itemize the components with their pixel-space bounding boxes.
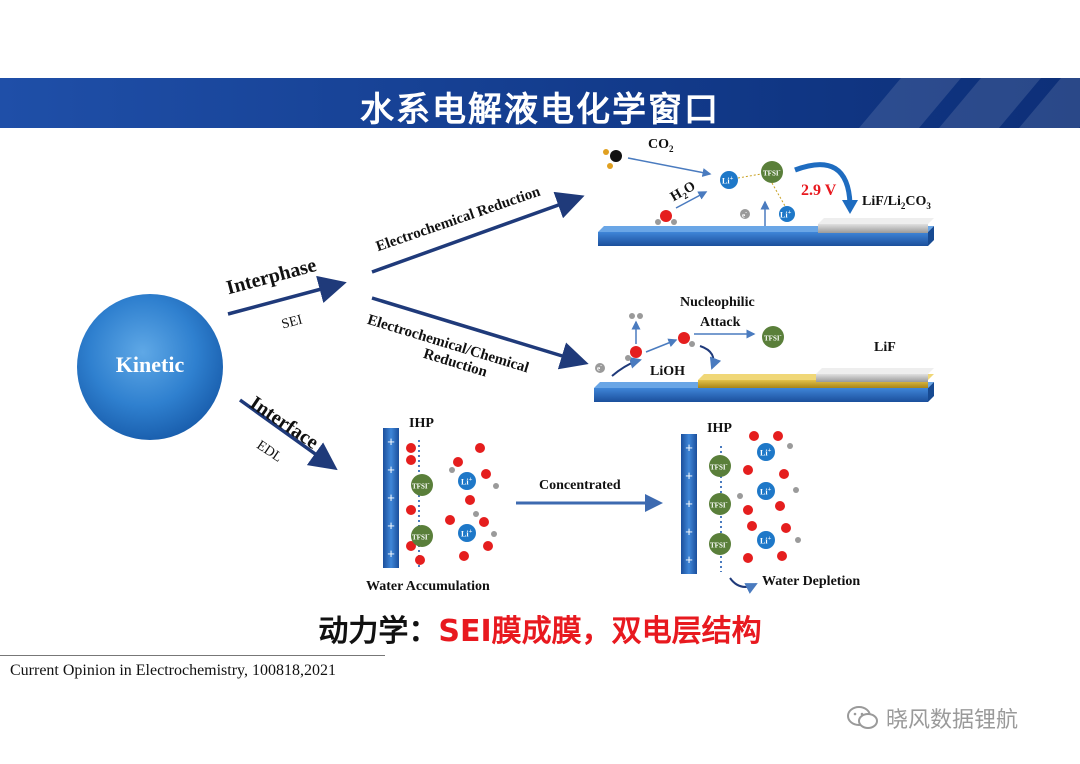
lif-label: LiF [874, 340, 896, 355]
li-edl-1: Li+ [461, 476, 473, 487]
top-panel [598, 149, 934, 246]
electrochemical-reduction-arrow [371, 191, 585, 274]
concentrated-label: Concentrated [539, 478, 621, 493]
svg-text:+: + [387, 462, 395, 477]
interphase-arrow [227, 275, 347, 316]
svg-text:+: + [387, 434, 395, 449]
wechat-icon [847, 706, 878, 729]
tfsi-edl-4: TFSI- [710, 500, 728, 510]
summary-prefix: 动力学： [318, 614, 439, 649]
li-edl-2: Li+ [461, 528, 473, 539]
page-title: 水系电解液电化学窗口 [360, 90, 720, 128]
nucleophilic-label: Nucleophilic [680, 295, 755, 310]
summary-highlight: SEI膜成膜，双电层结构 [438, 614, 762, 649]
svg-text:+: + [387, 490, 395, 505]
svg-text:+: + [685, 440, 693, 455]
li-edl-4: Li+ [760, 486, 772, 497]
tfsi-2: TFSI- [764, 333, 782, 343]
electron-2: e- [597, 363, 603, 373]
citation-text: Current Opinion in Electrochemistry, 100… [10, 662, 337, 679]
ihp-right-label: IHP [707, 421, 732, 436]
electron-1: e- [742, 210, 748, 220]
ihp-left-label: IHP [409, 416, 434, 431]
svg-text:+: + [685, 552, 693, 567]
middle-panel [594, 313, 934, 402]
tfsi-edl-3: TFSI- [710, 462, 728, 472]
attack-label: Attack [700, 315, 741, 330]
summary-line: 动力学：SEI膜成膜，双电层结构 [0, 606, 1080, 650]
water-accumulation-label: Water Accumulation [366, 579, 490, 594]
co2-label: CO2 [648, 137, 674, 154]
watermark: 晓风数据锂航 [846, 702, 1018, 734]
svg-text:+: + [685, 496, 693, 511]
tfsi-1: TFSI- [763, 168, 781, 178]
edl-left: + + + + + [383, 428, 499, 568]
svg-text:+: + [387, 546, 395, 561]
tfsi-edl-2: TFSI- [412, 532, 430, 542]
svg-text:+: + [685, 524, 693, 539]
tfsi-edl-5: TFSI- [710, 540, 728, 550]
title-banner: 水系电解液电化学窗口 [0, 78, 1080, 128]
kinetic-node: Kinetic [77, 294, 223, 440]
product-label: LiF/Li2CO3 [862, 194, 931, 211]
citation-divider [0, 655, 385, 656]
svg-text:+: + [685, 468, 693, 483]
electrochemical-chemical-arrow [371, 296, 589, 370]
lioh-label: LiOH [650, 364, 686, 379]
svg-text:+: + [387, 518, 395, 533]
interface-arrow [238, 398, 338, 471]
watermark-text: 晓风数据锂航 [886, 708, 1019, 733]
tfsi-edl-1: TFSI- [412, 481, 430, 491]
kinetic-label: Kinetic [115, 352, 185, 377]
li-edl-3: Li+ [760, 447, 772, 458]
water-depletion-label: Water Depletion [762, 574, 861, 589]
edl-right: + + + + + [681, 431, 801, 594]
li-ion-2: Li+ [780, 209, 792, 220]
voltage-label: 2.9 V [801, 182, 837, 199]
li-edl-5: Li+ [760, 535, 772, 546]
li-ion-1: Li+ [722, 175, 734, 186]
